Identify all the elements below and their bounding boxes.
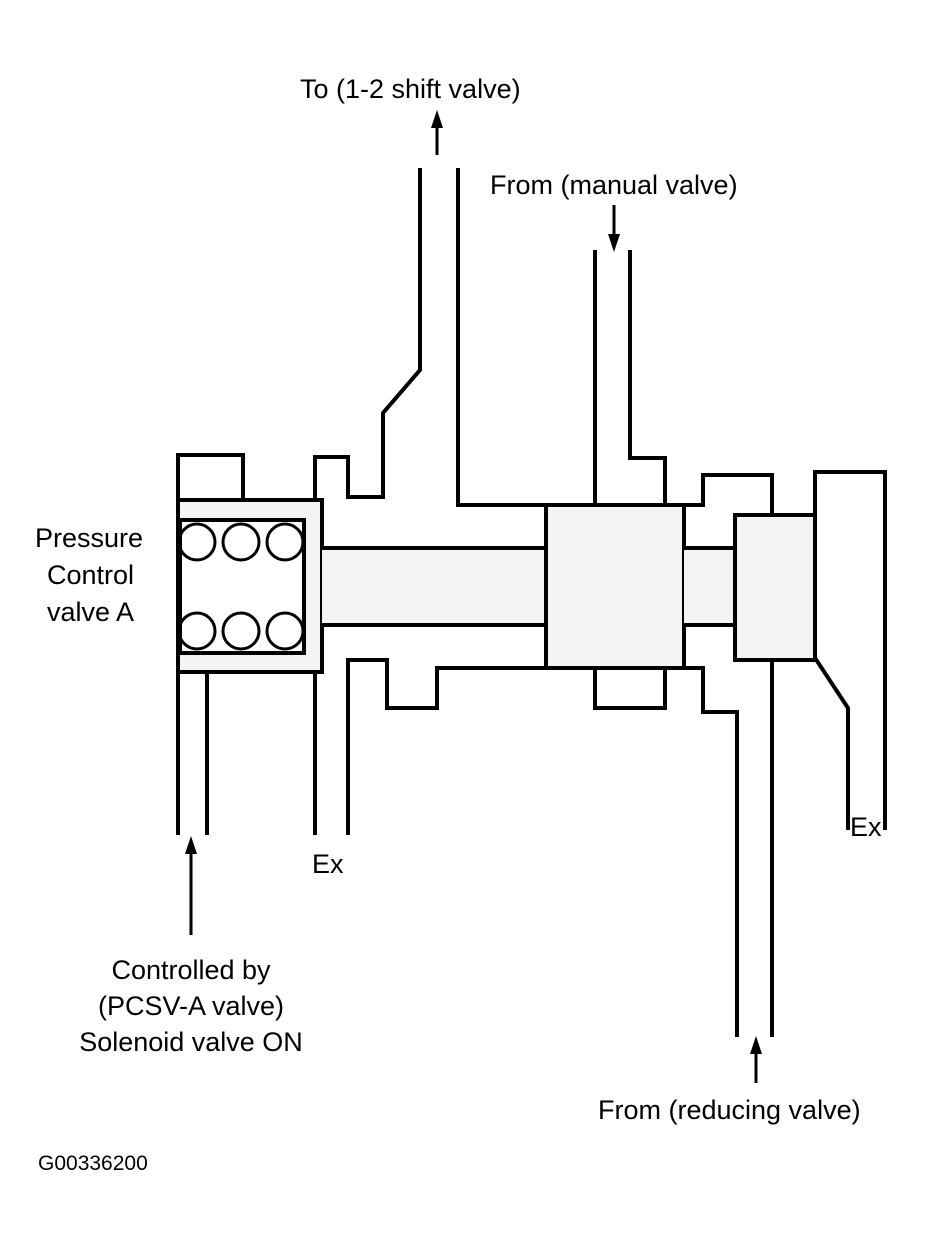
arrow-up-to-shift-valve (431, 110, 443, 155)
arrow-down-from-manual-valve (608, 205, 620, 252)
label-controlled-by-1: Controlled by (111, 955, 271, 985)
label-from-reducing-valve: From (reducing valve) (598, 1095, 861, 1125)
label-pressure-control-2: Control (47, 560, 134, 590)
spool-rod-right (682, 546, 737, 627)
arrow-up-controlled-by (185, 836, 197, 935)
label-exhaust-right: Ex (850, 812, 882, 842)
arrow-up-from-reducing-valve (750, 1036, 762, 1083)
label-controlled-by-2: (PCSV-A valve) (98, 991, 284, 1021)
label-to-shift-valve: To (1-2 shift valve) (300, 74, 521, 104)
spool-rod (320, 546, 548, 627)
label-pressure-control-1: Pressure (35, 523, 143, 553)
figure-code: G00336200 (38, 1152, 148, 1175)
label-pressure-control-3: valve A (47, 597, 134, 627)
label-from-manual-valve: From (manual valve) (490, 170, 738, 200)
label-exhaust-left: Ex (312, 849, 344, 879)
spool-land-main (544, 503, 686, 670)
label-controlled-by-3: Solenoid valve ON (79, 1027, 303, 1057)
spring-coils (177, 522, 305, 651)
spool-land-right (733, 513, 817, 662)
